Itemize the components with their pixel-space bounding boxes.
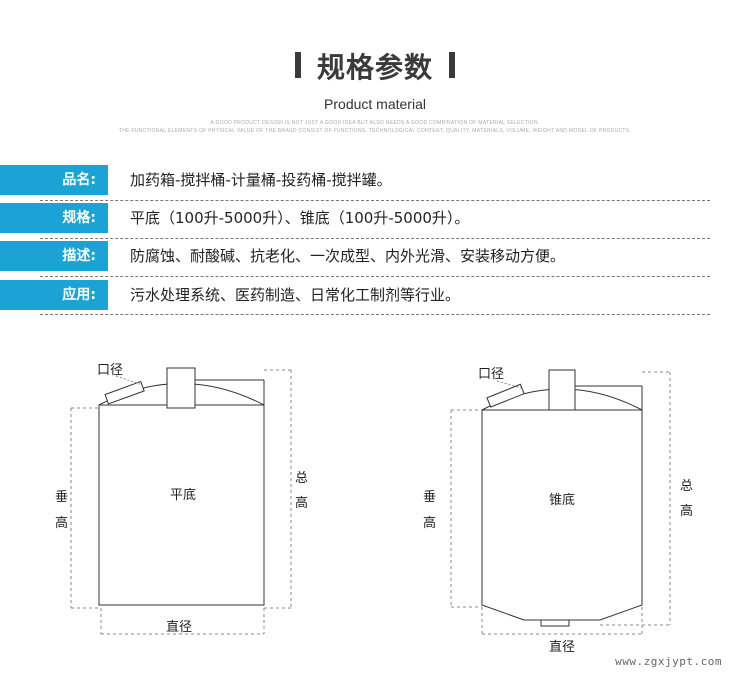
vertical-height-label-2: 高 xyxy=(423,515,436,531)
cone-bottom-tank-diagram: 口径 锥底 垂 高 总 高 直径 xyxy=(423,367,693,655)
port-leader xyxy=(496,380,522,389)
spec-label: 描述: xyxy=(0,241,108,271)
inlet-port xyxy=(104,380,145,405)
total-height-label-1: 总 xyxy=(295,471,308,486)
drain-outlet xyxy=(540,619,570,627)
total-height-label-1: 总 xyxy=(680,479,693,494)
page-subtitle: Product material xyxy=(324,96,426,112)
watermark-url: www.zgxjypt.com xyxy=(615,655,722,668)
spec-value: 平底（100升-5000升）、锥底（100升-5000升）。 xyxy=(130,209,470,227)
diameter-label: 直径 xyxy=(166,620,192,635)
spec-row-size: 规格: 平底（100升-5000升）、锥底（100升-5000升）。 xyxy=(0,203,750,233)
tank-type-label: 锥底 xyxy=(549,492,575,508)
vertical-height-label-1: 垂 xyxy=(55,490,68,505)
spec-row-application: 应用: 污水处理系统、医药制造、日常化工制剂等行业。 xyxy=(0,280,750,310)
divider xyxy=(40,238,710,239)
spec-row-description: 描述: 防腐蚀、耐酸碱、抗老化、一次成型、内外光滑、安装移动方便。 xyxy=(0,241,750,271)
spec-value: 加药箱-搅拌桶-计量桶-投药桶-搅拌罐。 xyxy=(130,171,392,189)
title-left-bar xyxy=(295,52,301,78)
divider xyxy=(40,276,710,277)
port-label: 口径 xyxy=(478,367,504,382)
diameter-label: 直径 xyxy=(549,640,575,655)
title-right-bar xyxy=(449,52,455,78)
manhole xyxy=(548,369,576,411)
vertical-height-label-1: 垂 xyxy=(423,490,436,505)
spec-label: 规格: xyxy=(0,203,108,233)
total-height-label-2: 高 xyxy=(295,495,308,511)
vertical-height-label-2: 高 xyxy=(55,515,68,531)
tank-body xyxy=(98,404,265,606)
spec-label: 应用: xyxy=(0,280,108,310)
flat-bottom-tank-diagram: 口径 平底 垂 高 总 高 直径 xyxy=(55,363,308,635)
spec-value: 污水处理系统、医药制造、日常化工制剂等行业。 xyxy=(130,286,461,304)
divider xyxy=(40,200,710,201)
port-leader xyxy=(115,375,141,385)
divider xyxy=(40,314,710,315)
manhole xyxy=(166,367,196,409)
spec-row-name: 品名: 加药箱-搅拌桶-计量桶-投药桶-搅拌罐。 xyxy=(0,165,750,195)
spec-label: 品名: xyxy=(0,165,108,195)
page-title: 规格参数 xyxy=(316,51,433,84)
tank-type-label: 平底 xyxy=(170,487,196,503)
total-height-label-2: 高 xyxy=(680,503,693,519)
tank-body xyxy=(481,409,643,621)
fine-print-line-1: A GOOD PRODUCT DESIGN IS NOT JUST A GOOD… xyxy=(210,120,540,126)
spec-value: 防腐蚀、耐酸碱、抗老化、一次成型、内外光滑、安装移动方便。 xyxy=(130,247,566,265)
inlet-port xyxy=(486,383,525,408)
fine-print-line-2: THE FUNCTIONAL ELEMENTS OF PHYSICAL VALU… xyxy=(118,128,632,134)
port-label: 口径 xyxy=(97,363,123,378)
